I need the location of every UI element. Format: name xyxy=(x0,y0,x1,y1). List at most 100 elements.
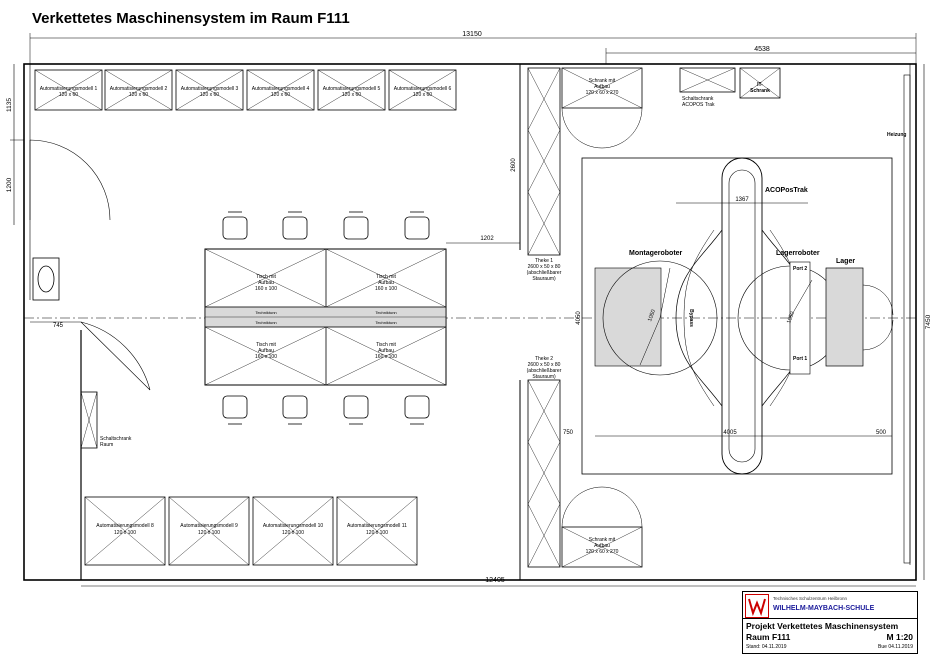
theke-1-name: Theke 1 xyxy=(535,258,553,264)
outer-wall xyxy=(23,63,917,581)
dim-inner-offset: 750 xyxy=(563,430,574,436)
project-title: Projekt Verkettetes Maschinensystem xyxy=(746,621,899,631)
channel-label-4: Techniktunn xyxy=(375,320,396,325)
school-logo xyxy=(745,594,769,618)
table-3-label: Tisch mit xyxy=(256,342,276,348)
chairs-top xyxy=(222,211,430,240)
title-block-divider xyxy=(743,618,917,619)
dim-span: 4005 xyxy=(723,430,737,436)
schaltschrank-raum-label: Schaltschrank xyxy=(100,436,132,442)
dim-robot-radius-2: 1050 xyxy=(786,311,796,325)
it-schrank[interactable]: IT- Schrank xyxy=(739,67,781,99)
table-block: Tisch mit Aufbau 160 x 100 Tisch mit Auf… xyxy=(204,248,447,386)
station-size: 120 x 60 xyxy=(271,92,290,98)
school-logo-icon xyxy=(748,598,766,617)
station-label: Automatisierungsmodell 4 xyxy=(252,86,310,92)
heizung-label: Heizung xyxy=(887,132,906,138)
schaltschrank-raum-label2: Raum xyxy=(100,442,113,448)
theke-2[interactable]: Theke 2 2600 x 50 x 80 (abschließbarer S… xyxy=(527,356,562,568)
theke-1-note2: Stauraum) xyxy=(532,276,556,282)
table-3-size: 160 x 100 xyxy=(255,354,277,360)
title-block: Technisches Schulzentrum Heilbronn WILHE… xyxy=(742,591,918,654)
station-size: 120 x 60 xyxy=(413,92,432,98)
station-size: 120 x 100 xyxy=(282,530,304,536)
theke-1[interactable]: Theke 1 2600 x 50 x 80 (abschließbarer S… xyxy=(527,67,562,282)
schaltschrank-acopos-label: Schaltschrank xyxy=(682,96,714,102)
station-5[interactable]: Automatisierungsmodell 5 120 x 60 xyxy=(317,69,386,111)
theke-2-note: (abschließbarer xyxy=(527,368,562,374)
port2-label: Port 2 xyxy=(793,266,807,272)
station-label: Automatisierungsmodell 9 xyxy=(180,523,238,529)
dim-room-depth: 7450 xyxy=(925,314,932,329)
station-label: Automatisierungsmodell 1 xyxy=(40,86,98,92)
dim-robot-radius: 1050 xyxy=(647,309,657,323)
table-4-label2: Aufbau xyxy=(378,348,394,354)
table-4-label: Tisch mit xyxy=(376,342,396,348)
it-schrank-label: IT- xyxy=(757,82,763,88)
schaltschrank-acopos[interactable]: Schaltschrank ACOPOS Trak xyxy=(679,67,736,108)
dim-lager-offset: 500 xyxy=(876,430,887,436)
station-size: 120 x 60 xyxy=(59,92,78,98)
it-schrank-label2: Schrank xyxy=(750,88,770,94)
door-lower xyxy=(80,321,151,391)
station-label: Automatisierungsmodell 2 xyxy=(110,86,168,92)
lagerroboter[interactable] xyxy=(737,261,843,375)
station-1[interactable]: Automatisierungsmodell 1 120 x 60 xyxy=(34,69,103,111)
schrank-bottom-label2: Aufbau xyxy=(594,543,610,549)
channel-label-2: Techniktunn xyxy=(375,310,396,315)
machine-area xyxy=(581,157,893,475)
schrank-top[interactable]: Schrank mit Aufbau 120 x 60 x 270 xyxy=(561,67,643,149)
heizung xyxy=(903,74,911,564)
dim-left-top: 1135 xyxy=(6,98,13,112)
schrank-top-label: Schrank mit xyxy=(589,78,616,84)
theke-2-size: 2600 x 50 x 80 xyxy=(528,362,561,368)
school-small-text: Technisches Schulzentrum Heilbronn xyxy=(773,596,848,601)
station-9[interactable]: Automatisierungsmodell 9 120 x 100 xyxy=(168,496,250,566)
station-10[interactable]: Automatisierungsmodell 10 120 x 100 xyxy=(252,496,334,566)
dim-theke-height: 2600 xyxy=(511,158,517,172)
montageroboter[interactable] xyxy=(594,260,718,376)
school-name: WILHELM-MAYBACH-SCHULE xyxy=(773,605,875,612)
issue-date: Bue 04.11.2019 xyxy=(878,644,913,650)
table-2-label: Tisch mit xyxy=(376,274,396,280)
station-label: Automatisierungsmodell 11 xyxy=(347,523,407,529)
station-11[interactable]: Automatisierungsmodell 11 120 x 100 xyxy=(336,496,418,566)
theke-1-note: (abschließbarer xyxy=(527,270,562,276)
lager[interactable] xyxy=(825,267,894,367)
door-top-left xyxy=(29,139,111,221)
station-size: 120 x 100 xyxy=(198,530,220,536)
dim-total: 13150 xyxy=(462,31,482,38)
station-size: 120 x 100 xyxy=(366,530,388,536)
station-6[interactable]: Automatisierungsmodell 6 120 x 60 xyxy=(388,69,457,111)
sink xyxy=(32,257,60,301)
port1-label: Port 1 xyxy=(793,356,807,362)
montageroboter-label: Montageroboter xyxy=(629,250,683,257)
station-8[interactable]: Automatisierungsmodell 8 120 x 100 xyxy=(84,496,166,566)
schrank-bottom[interactable]: Schrank mit Aufbau 120 x 60 x 270 xyxy=(561,486,643,568)
dim-theke-offset: 1202 xyxy=(480,236,494,242)
dim-door-offset: 745 xyxy=(53,323,64,329)
bypass-label: Bypass xyxy=(688,309,694,327)
station-label: Automatisierungsmodell 6 xyxy=(394,86,452,92)
theke-2-note2: Stauraum) xyxy=(532,374,556,380)
stand-date: Stand: 04.11.2019 xyxy=(746,644,787,650)
channel-label-3: Techniktunn xyxy=(255,320,276,325)
station-size: 120 x 60 xyxy=(129,92,148,98)
table-1-label2: Aufbau xyxy=(258,280,274,286)
station-3[interactable]: Automatisierungsmodell 3 120 x 60 xyxy=(175,69,244,111)
channel-label-1: Techniktunn xyxy=(255,310,276,315)
theke-2-name: Theke 2 xyxy=(535,356,553,362)
theke-1-size: 2600 x 50 x 80 xyxy=(528,264,561,270)
schaltschrank-raum xyxy=(80,391,98,449)
station-2[interactable]: Automatisierungsmodell 2 120 x 60 xyxy=(104,69,173,111)
station-4[interactable]: Automatisierungsmodell 4 120 x 60 xyxy=(246,69,315,111)
schrank-bottom-label: Schrank mit xyxy=(589,537,616,543)
schaltschrank-acopos-label2: ACOPOS Trak xyxy=(682,102,715,108)
lagerroboter-label: Lagerroboter xyxy=(776,250,820,257)
dim-track-length: 1367 xyxy=(735,197,749,203)
station-size: 120 x 60 xyxy=(200,92,219,98)
chairs-bottom xyxy=(222,395,430,425)
table-2-label2: Aufbau xyxy=(378,280,394,286)
sink-basin xyxy=(37,265,55,293)
